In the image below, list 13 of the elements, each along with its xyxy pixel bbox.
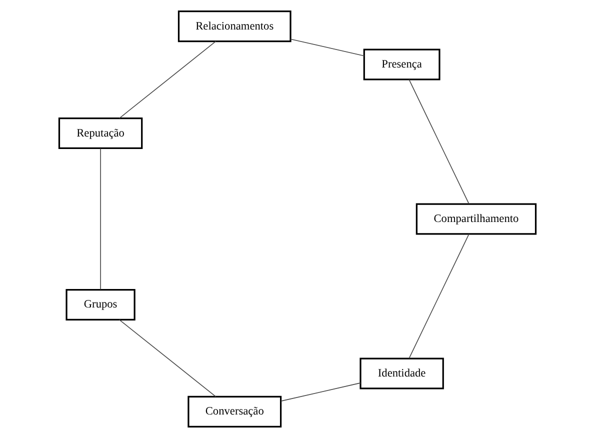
node-box: Compartilhamento	[415, 203, 536, 235]
node-box: Grupos	[65, 288, 135, 321]
connector	[290, 38, 364, 56]
node-box: Presença	[362, 48, 440, 80]
connector	[118, 319, 216, 397]
node-box: Conversação	[187, 396, 282, 428]
node-box: Identidade	[359, 358, 444, 390]
connector	[280, 382, 360, 402]
connector	[118, 40, 216, 119]
node-box: Relacionamentos	[177, 10, 291, 42]
connector	[408, 79, 469, 204]
node-box: Reputação	[58, 117, 142, 150]
connector	[408, 234, 469, 359]
